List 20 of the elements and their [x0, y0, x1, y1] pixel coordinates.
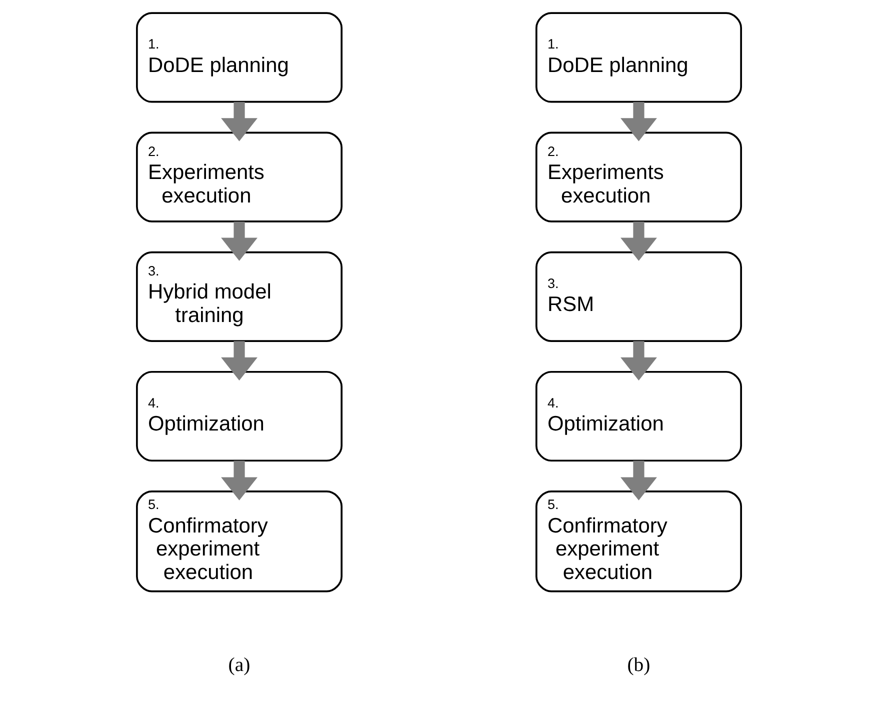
node-box: 3. Hybrid model training [136, 251, 342, 342]
node-box: 3. RSM [534, 251, 742, 342]
arrow [620, 341, 656, 380]
arrow [220, 460, 257, 500]
arrow [620, 222, 656, 261]
arrow [220, 222, 257, 261]
node-box: 5. Confirmatory experiment execution [534, 490, 742, 592]
arrow [220, 102, 257, 142]
arrow [220, 341, 257, 380]
node-box: 2. Experiments execution [136, 132, 342, 222]
node-box: 4. Optimization [534, 370, 742, 462]
arrow [620, 460, 656, 500]
node-box: 1. DoDE planning [534, 12, 742, 103]
node-box: 2. Experiments execution [534, 132, 742, 222]
label: (b) [626, 654, 650, 676]
node-box: 1. DoDE planning [136, 12, 342, 103]
node-box: 5. Confirmatory experiment execution [136, 490, 342, 592]
node-box: 4. Optimization [136, 370, 342, 462]
arrow [620, 102, 656, 142]
label: (a) [228, 654, 250, 676]
